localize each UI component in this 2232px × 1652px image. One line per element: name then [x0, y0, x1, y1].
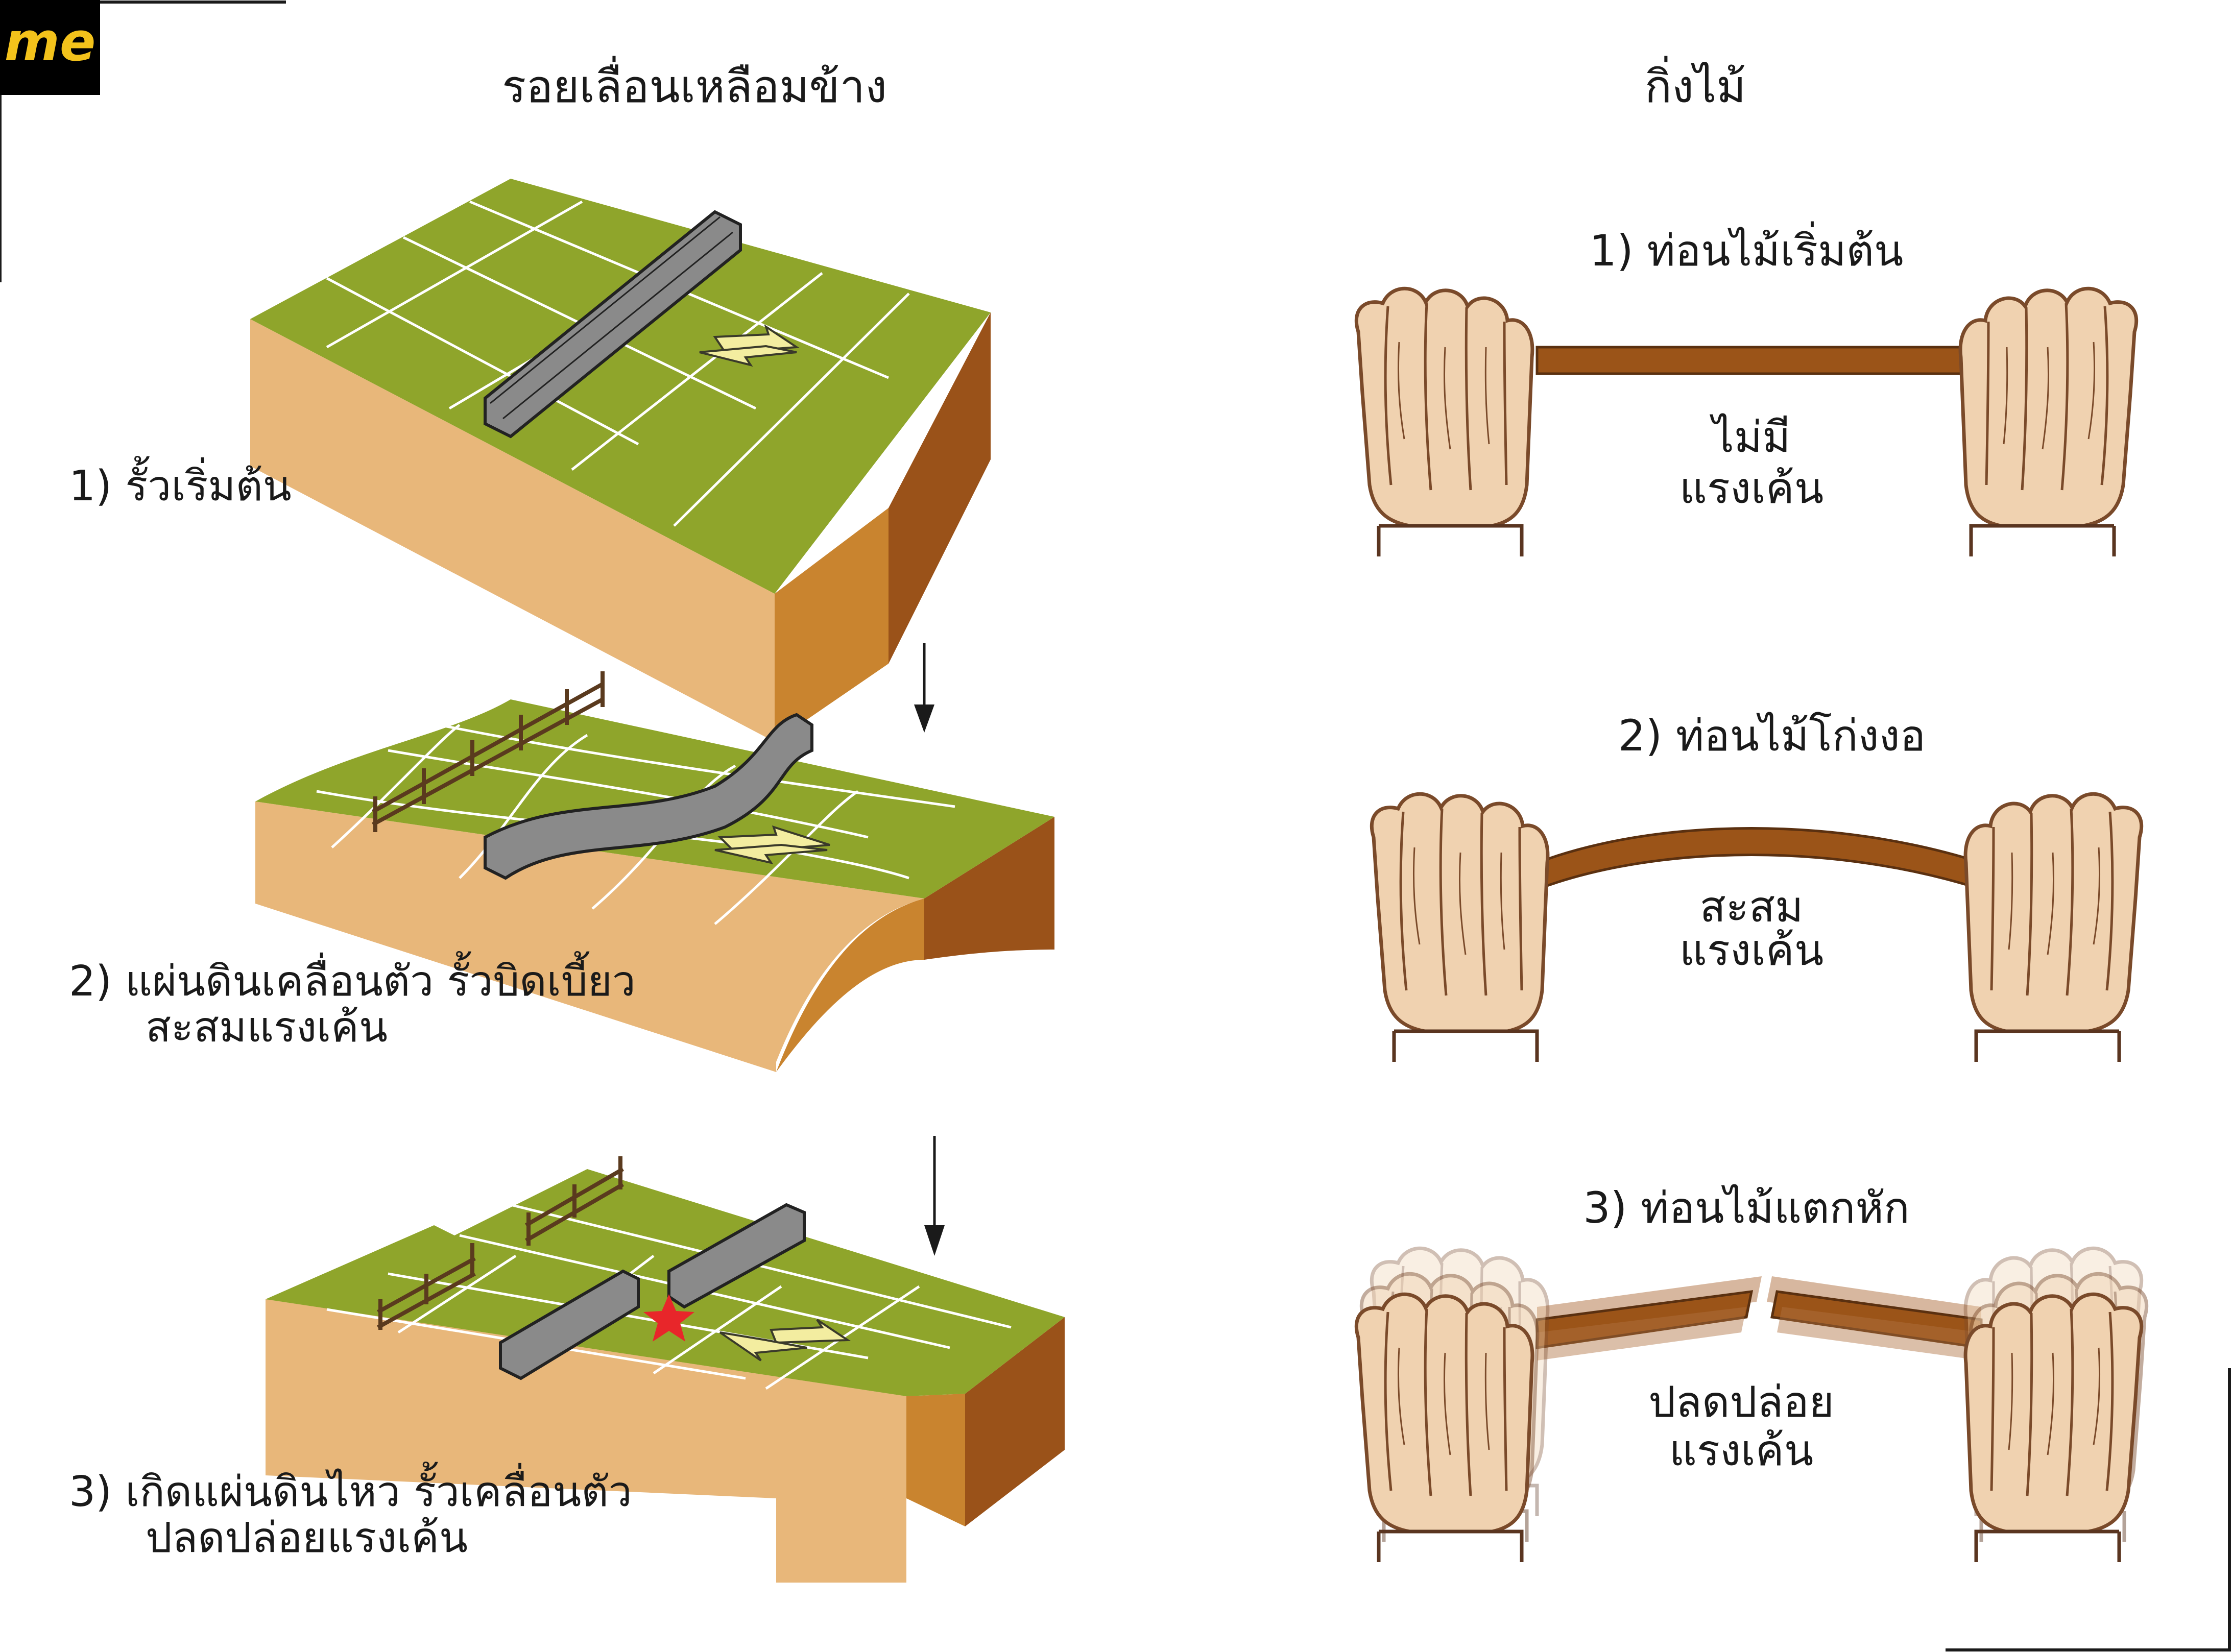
- fault-block-3: [266, 1156, 1065, 1583]
- right-step-1-label-1: ไม่มี: [1710, 412, 1791, 462]
- block-2-grass: [255, 699, 1054, 898]
- block-1-grass: [250, 179, 991, 594]
- left-step-1-line-1: 1) รั้วเริ่มต้น: [69, 456, 292, 511]
- frame-corner-top-left: [0, 1, 286, 282]
- epicenter-star-icon: [643, 1294, 694, 1342]
- down-arrow-icon: [914, 643, 934, 733]
- block-3-slip-arrows: [770, 1319, 851, 1344]
- block-3-slip-arrows-lower: [719, 1331, 807, 1362]
- block-1-soil-side: [775, 508, 889, 742]
- logo-box: [0, 0, 100, 95]
- block-3-fence-left: [377, 1243, 476, 1330]
- fault-block-1: [250, 179, 991, 742]
- block-3-wall-left: [499, 1269, 640, 1380]
- block-3-soil-step: [776, 1498, 906, 1583]
- block-3-soil-side: [906, 1394, 965, 1526]
- fist-3-right: [1965, 1248, 2147, 1562]
- slip-arrows-lower: [699, 345, 797, 367]
- left-step-3-line-1: 3) เกิดแผ่นดินไหว รั้วเคลื่อนตัว: [69, 1462, 632, 1516]
- right-step-1-label-2: แรงเค้น: [1679, 463, 1824, 513]
- frame-corner-bottom-right: [1946, 1368, 2231, 1651]
- block-1-slip-arrows: [699, 324, 800, 367]
- down-arrow-icon: [924, 1136, 945, 1256]
- fist-3-left: [1356, 1248, 1548, 1562]
- right-step-2-label-2: แรงเค้น: [1679, 925, 1824, 975]
- block-1-wall: [484, 210, 742, 439]
- left-heading: รอยเลื่อนเหลือมข้าง: [502, 56, 887, 113]
- stick-1: [1535, 346, 1978, 375]
- fist-2-right: [1965, 794, 2142, 1062]
- left-step-2-line-1: 2) แผ่นดินเคลื่อนตัว รั้วบิดเบี้ยว: [69, 951, 636, 1006]
- right-step-2-label-1: สะสม: [1699, 882, 1803, 932]
- stick-2: [1535, 827, 1983, 891]
- block-1-soil-side-dark: [889, 312, 991, 664]
- logo-text: me: [5, 11, 96, 73]
- block-3-soil-side-dark: [965, 1317, 1065, 1526]
- fault-block-2: [255, 671, 1054, 1072]
- block-2-wall: [484, 713, 813, 880]
- right-step-3-label-1: ปลดปล่อย: [1648, 1377, 1834, 1427]
- right-step-1-title: 1) ท่อนไม้เริ่มต้น: [1590, 221, 1904, 276]
- block-1-soil-front: [250, 319, 775, 742]
- fist-1-right: [1960, 288, 2137, 556]
- right-step-3-title: 3) ท่อนไม้แตกหัก: [1583, 1183, 1910, 1233]
- right-step-2-title: 2) ท่อนไม้โก่งงอ: [1618, 711, 1926, 761]
- stick-3-right: [1767, 1276, 1983, 1361]
- block-2-soil-side: [776, 898, 924, 1072]
- block-3-fence-right: [524, 1156, 625, 1246]
- right-step-3-label-2: แรงเค้น: [1669, 1425, 1814, 1475]
- fist-1-left: [1356, 288, 1532, 556]
- block-2-slip-arrows-lower: [714, 843, 828, 865]
- stick-3-left: [1535, 1276, 1762, 1361]
- left-step-2-line-2: สะสมแรงเค้น: [146, 1003, 388, 1052]
- left-step-3-line-2: ปลดปล่อยแรงเค้น: [146, 1514, 468, 1562]
- block-3-soil-front-lower: [266, 1299, 906, 1498]
- block-2-soil-front: [255, 801, 924, 1072]
- block-2-soil-side-dark: [924, 817, 1054, 960]
- fist-2-left: [1372, 794, 1548, 1062]
- block-2-fence: [372, 671, 605, 832]
- right-heading: กิ่งไม้: [1645, 56, 1746, 113]
- logo: me: [0, 0, 100, 95]
